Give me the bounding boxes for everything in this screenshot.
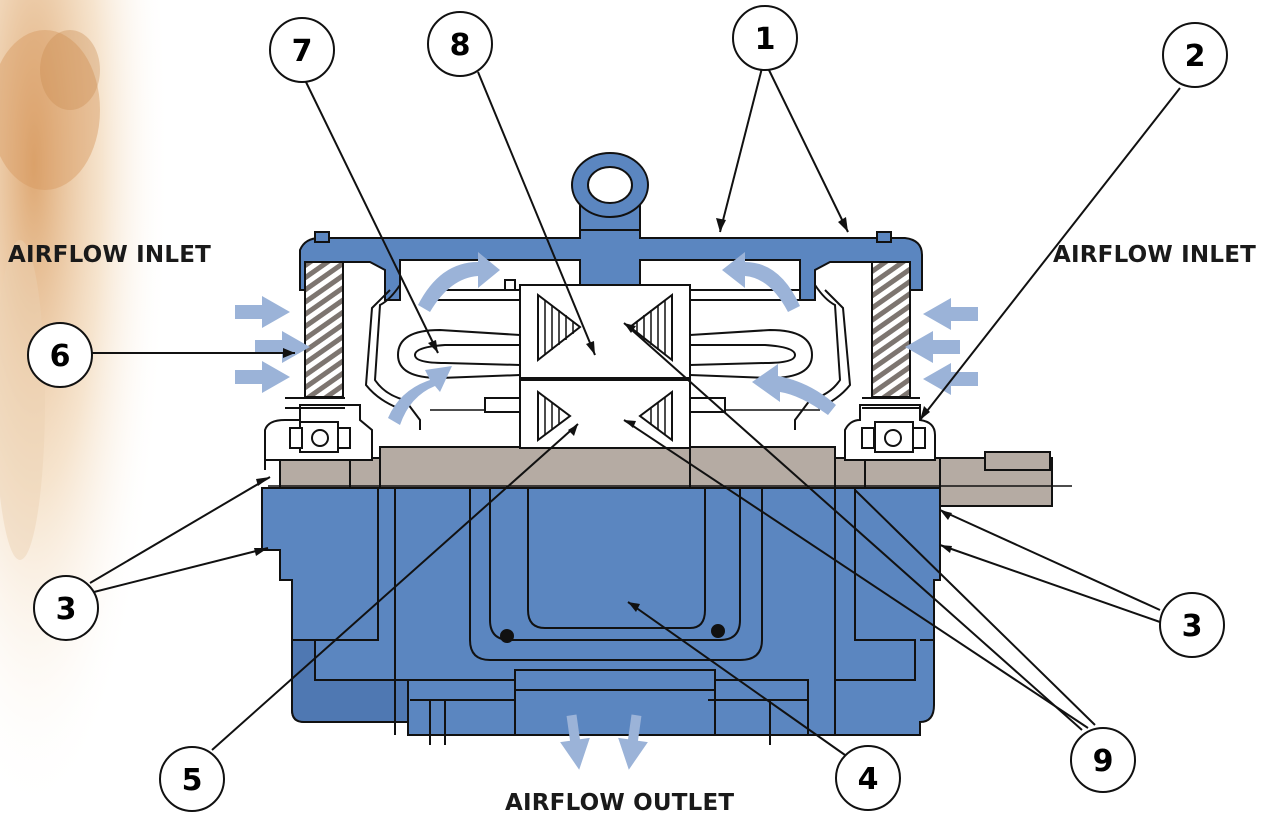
background-texture — [0, 0, 170, 819]
callout-1: 1 — [732, 5, 798, 71]
callout-number: 7 — [292, 34, 313, 69]
stator-core — [396, 279, 814, 449]
leader-line-9a — [623, 322, 1083, 731]
callout-number: 9 — [1093, 744, 1114, 779]
callout-number: 5 — [182, 763, 203, 798]
callout-4: 4 — [835, 745, 901, 811]
airflow-arrows — [235, 252, 978, 770]
motor-frame-top — [299, 152, 923, 301]
leader-line-4 — [627, 601, 846, 756]
leader-lines — [89, 67, 1181, 756]
callout-9: 9 — [1070, 727, 1136, 793]
airflow-internal-arrow — [722, 252, 800, 312]
leader-line-3c — [939, 509, 1161, 611]
airflow-internal-arrow — [388, 366, 452, 425]
airflow-outlet-arrow — [560, 714, 590, 770]
airflow-internal-arrow — [752, 364, 836, 415]
leader-line-5 — [211, 423, 579, 751]
bearing-assemblies — [264, 397, 936, 470]
airflow-outlet-label: AIRFLOW OUTLET — [505, 790, 735, 816]
callout-number: 3 — [56, 592, 77, 627]
airflow-inlet-label-left: AIRFLOW INLET — [8, 242, 212, 268]
callout-number: 3 — [1182, 609, 1203, 644]
callout-3-left: 3 — [33, 575, 99, 641]
callouts: 1 2 3 3 4 5 6 7 — [27, 5, 1228, 812]
leader-line-3d — [939, 544, 1161, 623]
airflow-inlet-arrow — [923, 363, 978, 395]
airflow-inlet-arrow — [905, 331, 960, 363]
airflow-outlet-arrow — [618, 714, 648, 770]
leader-line-9b — [623, 419, 1089, 729]
leader-line-1a — [719, 67, 763, 233]
leader-line-8 — [477, 71, 596, 356]
callout-7: 7 — [269, 17, 335, 83]
leader-line-1b — [767, 67, 849, 233]
airflow-inlet-arrow — [235, 361, 290, 393]
callout-6: 6 — [27, 322, 93, 388]
airflow-inlet-arrow — [255, 331, 310, 363]
air-filters — [304, 261, 911, 398]
airflow-inlet-arrow — [235, 296, 290, 328]
callout-number: 1 — [755, 22, 776, 57]
callout-number: 2 — [1185, 39, 1206, 74]
motor-housing — [261, 487, 941, 745]
leader-line-3b — [89, 547, 269, 594]
leader-line-3a — [89, 476, 271, 584]
callout-5: 5 — [159, 746, 225, 812]
leader-line-9c — [854, 489, 1096, 726]
airflow-inlet-label-right: AIRFLOW INLET — [1053, 242, 1257, 268]
callout-number: 6 — [50, 339, 71, 374]
leader-line-2 — [919, 87, 1181, 421]
callout-number: 8 — [450, 28, 471, 63]
leader-arrowheads — [254, 217, 952, 612]
airflow-internal-arrow — [418, 252, 500, 312]
callout-3-right: 3 — [1159, 592, 1225, 658]
callout-2: 2 — [1162, 22, 1228, 88]
rotor-shaft — [268, 446, 1072, 507]
callout-number: 4 — [858, 762, 879, 797]
callout-8: 8 — [427, 11, 493, 77]
leader-line-7 — [304, 79, 439, 354]
airflow-inlet-arrow — [923, 298, 978, 330]
